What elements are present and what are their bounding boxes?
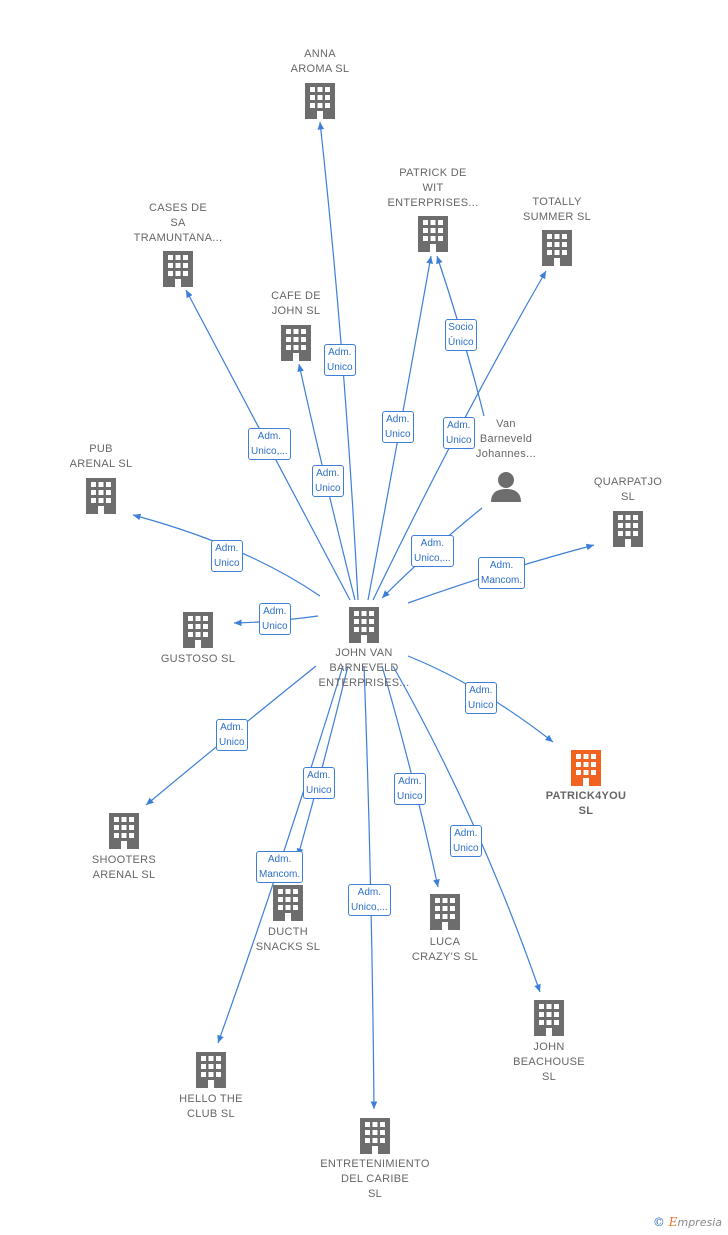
- edge-label-vanbarneveld-to-center[interactable]: Adm. Unico,...: [411, 535, 454, 567]
- edge-label-vanbarneveld-to-patrickdewit[interactable]: Socio Único: [445, 319, 477, 351]
- edge-label-center-to-hello[interactable]: Adm. Mancom.: [256, 851, 304, 883]
- building-icon[interactable]: [163, 251, 193, 287]
- building-icon[interactable]: [418, 216, 448, 252]
- building-icon[interactable]: [360, 1118, 390, 1154]
- building-icon[interactable]: [273, 885, 303, 921]
- edge-label-center-to-caribe[interactable]: Adm. Unico,...: [348, 884, 391, 916]
- footer-brand: © Empresia: [653, 1215, 722, 1229]
- edge-label-center-to-cafe[interactable]: Adm. Unico: [312, 465, 344, 497]
- building-icon[interactable]: [613, 511, 643, 547]
- building-icon[interactable]: [109, 813, 139, 849]
- building-icon[interactable]: [196, 1052, 226, 1088]
- edge-label-center-to-gustoso[interactable]: Adm. Unico: [259, 603, 291, 635]
- edge-center-to-caribe: [363, 665, 378, 1110]
- building-icon[interactable]: [542, 230, 572, 266]
- node-label-patrick4you[interactable]: PATRICK4YOU SL: [545, 790, 627, 817]
- edge-center-to-ducth: [296, 665, 349, 857]
- node-label-cafe[interactable]: CAFE DE JOHN SL: [271, 290, 321, 317]
- node-label-quarpatjo[interactable]: QUARPATJO SL: [593, 476, 663, 503]
- node-label-shooters[interactable]: SHOOTERS ARENAL SL: [91, 854, 157, 881]
- node-label-center[interactable]: JOHN VAN BARNEVELD ENTERPRISES...: [318, 647, 410, 689]
- node-label-anna[interactable]: ANNA AROMA SL: [290, 48, 350, 75]
- brand-name: mpresia: [677, 1216, 722, 1229]
- node-label-ducth[interactable]: DUCTH SNACKS SL: [255, 926, 321, 953]
- node-label-totally[interactable]: TOTALLY SUMMER SL: [522, 196, 592, 223]
- edge-label-center-to-anna[interactable]: Adm. Unico: [324, 344, 356, 376]
- node-label-vanbarneveld[interactable]: Van Barneveld Johannes...: [475, 418, 537, 460]
- building-icon[interactable]: [534, 1000, 564, 1036]
- edge-label-center-to-shooters[interactable]: Adm. Unico: [216, 719, 248, 751]
- edge-label-center-to-beachhouse[interactable]: Adm. Unico: [450, 825, 482, 857]
- node-label-patrickdewit[interactable]: PATRICK DE WIT ENTERPRISES...: [387, 167, 479, 209]
- edge-label-center-to-pub[interactable]: Adm. Unico: [211, 540, 243, 572]
- edge-label-center-to-patrickdewit[interactable]: Adm. Unico: [382, 411, 414, 443]
- building-icon[interactable]: [183, 612, 213, 648]
- brand-initial: E: [668, 1215, 678, 1229]
- edge-center-to-beachhouse: [392, 665, 541, 993]
- copyright-icon: ©: [652, 1215, 665, 1229]
- node-label-caribe[interactable]: ENTRETENIMIENTO DEL CARIBE SL: [320, 1158, 430, 1200]
- edge-label-center-to-patrick4you[interactable]: Adm. Unico: [465, 682, 497, 714]
- building-icon[interactable]: [86, 478, 116, 514]
- building-icon[interactable]: [430, 894, 460, 930]
- building-icon[interactable]: [281, 325, 311, 361]
- edge-label-center-to-totally[interactable]: Adm. Unico: [443, 417, 475, 449]
- node-label-hello[interactable]: HELLO THE CLUB SL: [179, 1093, 243, 1120]
- building-icon[interactable]: [349, 607, 379, 643]
- node-label-luca[interactable]: LUCA CRAZY'S SL: [411, 936, 479, 963]
- node-label-cases[interactable]: CASES DE SA TRAMUNTANA...: [133, 202, 223, 244]
- building-icon[interactable]: [571, 750, 601, 786]
- person-icon[interactable]: [491, 472, 521, 502]
- node-label-pub[interactable]: PUB ARENAL SL: [69, 443, 133, 470]
- edge-label-center-to-quarpatjo[interactable]: Adm. Mancom.: [478, 557, 526, 589]
- node-label-gustoso[interactable]: GUSTOSO SL: [160, 653, 236, 665]
- edge-label-center-to-ducth[interactable]: Adm. Unico: [303, 767, 335, 799]
- building-icon[interactable]: [305, 83, 335, 119]
- node-label-beachhouse[interactable]: JOHN BEACHOUSE SL: [513, 1041, 585, 1083]
- edge-label-center-to-luca[interactable]: Adm. Unico: [394, 773, 426, 805]
- edge-label-center-to-cases[interactable]: Adm. Unico,...: [248, 428, 291, 460]
